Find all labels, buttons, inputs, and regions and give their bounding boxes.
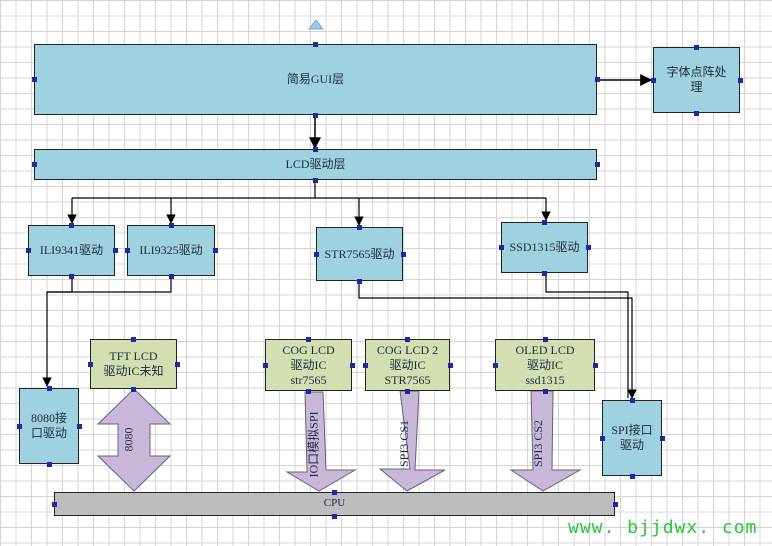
cog-lcd-box[interactable]: COG LCD 驱动IC str7565	[265, 339, 352, 391]
label-spi3-cs2: SPI3 CS2	[531, 419, 546, 468]
gui-layer-box[interactable]: 简易GUI层	[34, 44, 597, 115]
cpu-box[interactable]: CPU	[54, 492, 615, 516]
lcd-driver-layer-box[interactable]: LCD驱动层	[34, 149, 597, 180]
selection-handle	[542, 270, 547, 276]
str7565-driver-box[interactable]: STR7565驱动	[316, 227, 403, 281]
selection-handle	[332, 513, 337, 519]
selection-handle	[131, 336, 136, 342]
selection-handle	[306, 336, 311, 342]
label-io-spi: IO口模拟SPI	[306, 411, 321, 478]
ssd1315-driver-box[interactable]: SSD1315驱动	[501, 222, 588, 273]
top-anchor-triangle	[307, 19, 325, 30]
selection-handle	[87, 361, 93, 367]
selection-handle	[174, 361, 180, 367]
selection-handle	[405, 336, 410, 342]
selection-handle	[594, 77, 600, 82]
selection-handle	[400, 251, 406, 257]
oled-lcd-box[interactable]: OLED LCD 驱动IC ssd1315	[495, 339, 595, 391]
selection-handle	[168, 273, 174, 279]
selection-handle	[650, 77, 656, 83]
selection-handle	[659, 435, 665, 441]
selection-handle	[599, 435, 605, 441]
selection-handle	[357, 224, 362, 230]
selection-handle	[31, 162, 37, 167]
selection-handle	[612, 501, 618, 507]
selection-handle	[313, 41, 318, 47]
selection-handle	[405, 388, 410, 394]
selection-handle	[46, 385, 52, 391]
cog-lcd-2-box[interactable]: COG LCD 2 驱动IC STR7565	[365, 339, 450, 391]
selection-handle	[131, 386, 136, 392]
selection-handle	[313, 146, 318, 152]
selection-handle	[447, 362, 453, 368]
selection-handle	[737, 77, 743, 83]
selection-handle	[542, 388, 548, 394]
selection-handle	[492, 362, 498, 368]
selection-handle	[25, 248, 31, 253]
selection-handle	[694, 110, 699, 116]
selection-handle	[31, 77, 37, 82]
selection-handle	[51, 501, 57, 507]
label-8080: 8080	[121, 427, 136, 452]
selection-handle	[362, 362, 368, 368]
selection-handle	[69, 273, 74, 279]
arrow-spi3-cs1	[378, 390, 446, 492]
ili9325-driver-box[interactable]: ILI9325驱动	[127, 225, 215, 276]
selection-handle	[212, 248, 218, 253]
selection-handle	[46, 461, 52, 467]
selection-handle	[498, 245, 504, 250]
selection-handle	[542, 336, 548, 342]
selection-handle	[357, 278, 362, 284]
ili9341-driver-box[interactable]: ILI9341驱动	[28, 225, 115, 276]
line-ssd1315-to-spi	[545, 273, 629, 398]
selection-handle	[629, 397, 635, 403]
arrow-io-spi	[285, 391, 357, 492]
lcd-layer-bus	[72, 180, 316, 199]
selection-handle	[313, 251, 319, 257]
selection-handle	[585, 245, 591, 250]
selection-handle	[349, 362, 355, 368]
selection-handle	[306, 388, 311, 394]
selection-handle	[124, 248, 130, 253]
selection-handle	[592, 362, 598, 368]
selection-handle	[542, 219, 547, 225]
arrow-8080-bus	[96, 388, 172, 492]
line-ili9325-to-8080	[47, 276, 172, 293]
line-str7565-to-spi	[358, 281, 637, 399]
selection-handle	[76, 423, 82, 429]
8080-interface-driver-box[interactable]: 8080接 口驱动	[19, 388, 79, 464]
arrow-spi3-cs2	[509, 390, 582, 492]
selection-handle	[69, 222, 74, 228]
label-spi3-cs1: SPI3 CS1	[397, 419, 412, 468]
selection-handle	[262, 362, 268, 368]
font-matrix-box[interactable]: 字体点阵处 理	[653, 47, 740, 113]
selection-handle	[694, 44, 699, 50]
spi-interface-driver-box[interactable]: SPI接口 驱动	[602, 400, 662, 476]
selection-handle	[168, 222, 174, 228]
selection-handle	[332, 489, 337, 495]
tft-lcd-box[interactable]: TFT LCD 驱动IC未知	[90, 339, 177, 389]
selection-handle	[594, 162, 600, 167]
selection-handle	[313, 177, 318, 183]
selection-handle	[629, 473, 635, 479]
selection-handle	[16, 423, 22, 429]
selection-handle	[112, 248, 118, 253]
selection-handle	[313, 112, 318, 118]
watermark: www. bjjdwx. com	[568, 517, 758, 538]
